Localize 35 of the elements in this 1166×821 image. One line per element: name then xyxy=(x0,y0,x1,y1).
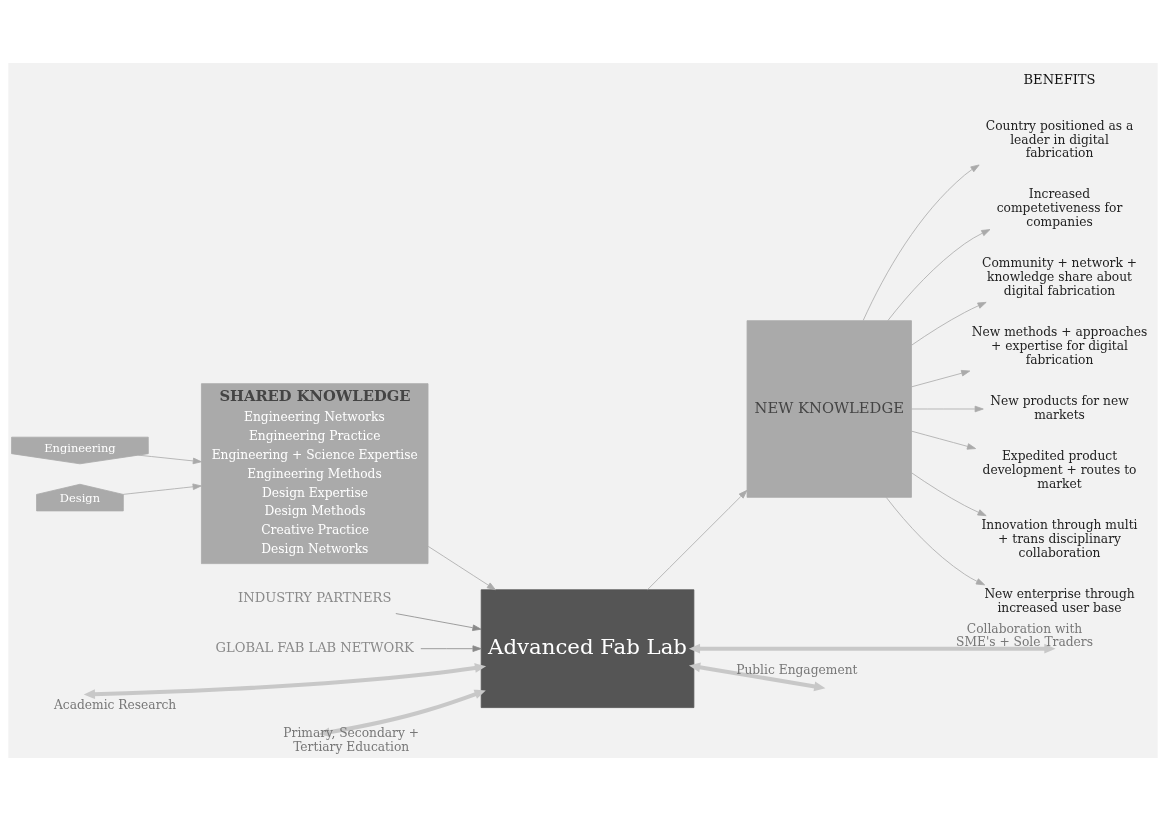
arrow xyxy=(688,643,1056,654)
arrow xyxy=(395,613,482,631)
edge-label: Collaboration with SME's + Sole Traders xyxy=(956,621,1093,650)
node-text: Increased competetiveness for companies xyxy=(996,187,1123,230)
arrow xyxy=(911,405,984,413)
node-text: Expedited product development + routes to market xyxy=(982,449,1137,491)
arrow xyxy=(862,164,980,321)
arrow xyxy=(122,483,202,495)
arrow xyxy=(911,370,971,388)
arrow xyxy=(885,497,985,586)
node-box: SHARED KNOWLEDGE Engineering Networks Engineering Practice Engineering + Science Expertise Engineering Methods Design Expertise Design Methods Creative Practice Design Networks xyxy=(201,383,429,564)
node-box: NEW KNOWLEDGE xyxy=(746,320,912,498)
node-box: Advanced Fab Lab xyxy=(480,589,695,708)
arrow xyxy=(911,472,987,517)
edge-label: Primary, Secondary + Tertiary Education xyxy=(283,725,420,754)
node-text: New methods + approaches + expertise for digital fabrication xyxy=(971,324,1148,367)
node-text: Country positioned as a leader in digital fabrication xyxy=(985,118,1134,161)
arrow xyxy=(688,662,826,692)
node-text: Innovation through multi + trans disciplinary collaboration xyxy=(981,517,1138,560)
arrow xyxy=(887,229,991,322)
label: BENEFITS xyxy=(1023,72,1096,88)
node-text: Community + network + knowledge share about digital fabrication xyxy=(982,256,1137,298)
node-text: INDUSTRY PARTNERS xyxy=(238,589,392,605)
arrow xyxy=(427,545,496,591)
arrow xyxy=(138,454,202,465)
node-text: GLOBAL FAB LAB NETWORK xyxy=(215,639,414,655)
arrow xyxy=(420,645,482,652)
node-text: New products for new markets xyxy=(990,393,1129,422)
arrow xyxy=(911,430,977,450)
arrow xyxy=(647,489,748,591)
arrow xyxy=(911,301,987,346)
node-text: New enterprise through increased user base xyxy=(984,586,1135,615)
edge-label: Public Engagement xyxy=(736,663,858,678)
edge-label: Academic Research xyxy=(53,697,177,712)
arrow xyxy=(83,663,487,700)
